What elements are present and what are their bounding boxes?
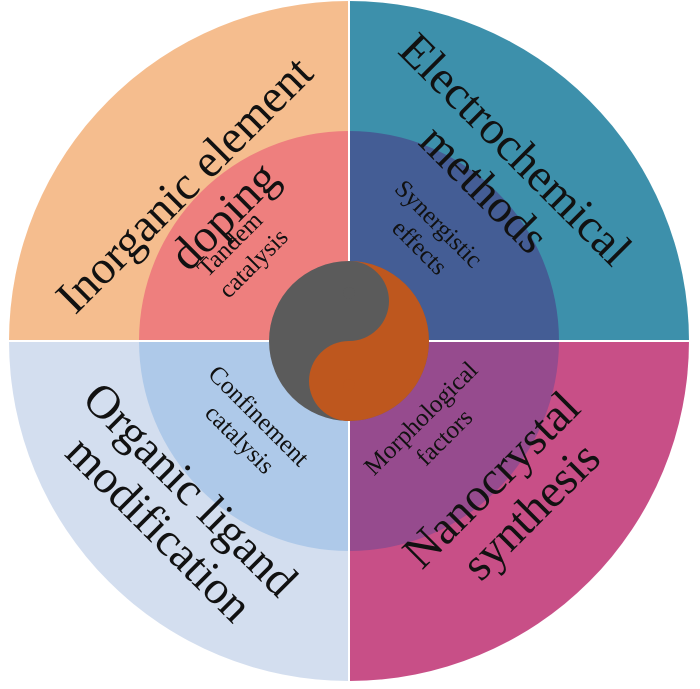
yin-yang-bottom-dot [343, 379, 355, 391]
yin-yang-top-dot [343, 287, 355, 299]
yin-yang-icon [269, 261, 429, 421]
yin-yang-orange-half [309, 261, 429, 421]
